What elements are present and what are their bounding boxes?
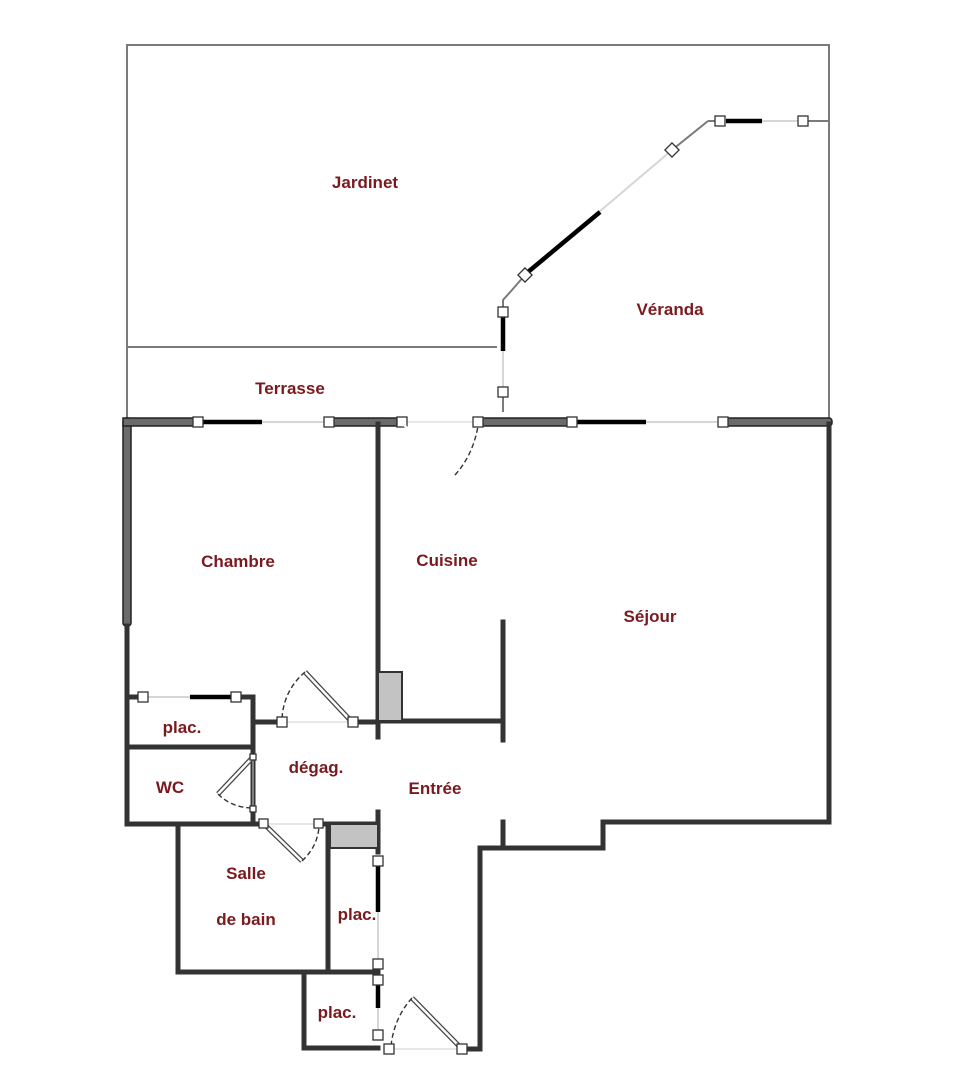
main-facade — [122, 416, 833, 627]
kitchen-duct — [377, 671, 403, 722]
door-node — [383, 1043, 395, 1055]
room-label-terrasse: Terrasse — [255, 379, 325, 398]
veranda-diagonal-frame — [526, 210, 602, 274]
entree-duct — [329, 823, 379, 849]
window-node — [137, 691, 149, 703]
facade-segment — [328, 417, 398, 427]
veranda-glazing — [497, 115, 809, 412]
wc-door-swing — [217, 793, 254, 809]
room-label-wc: WC — [156, 778, 184, 797]
room-labels: Jardinet Véranda Terrasse Chambre Cuisin… — [156, 173, 704, 1022]
window-node — [714, 115, 726, 127]
window-node — [372, 974, 384, 986]
window-node — [372, 855, 384, 867]
window-node — [323, 416, 335, 428]
door-node — [258, 818, 269, 829]
veranda-frame-line-2 — [671, 120, 709, 151]
room-label-placard-chambre: plac. — [163, 718, 202, 737]
sdb-door-leaf-inner — [263, 823, 303, 862]
window-node — [797, 115, 809, 127]
door-node — [276, 716, 288, 728]
window-node — [230, 691, 242, 703]
door-node — [313, 818, 324, 829]
door-node — [456, 1043, 468, 1055]
room-label-veranda: Véranda — [636, 300, 704, 319]
window-node — [717, 416, 729, 428]
kitchen-door-swing — [454, 425, 479, 476]
window-node — [497, 386, 509, 398]
front-door-swing — [390, 997, 413, 1047]
facade-segment — [477, 417, 571, 427]
room-label-entree: Entrée — [409, 779, 462, 798]
door-node — [347, 716, 359, 728]
facade-segment — [122, 417, 199, 427]
sdb-door-swing — [301, 825, 320, 862]
facade-segment — [722, 417, 833, 427]
room-label-salle-de-bain-line1: Salle — [226, 864, 266, 883]
door-node — [396, 416, 408, 428]
chambre-exterior-wall — [122, 417, 132, 627]
room-label-placard-entree-1: plac. — [338, 905, 377, 924]
room-label-sejour: Séjour — [624, 607, 677, 626]
chambre-door-leaf-inner — [304, 671, 353, 723]
outdoor-boundaries — [126, 44, 830, 420]
door-node — [249, 805, 257, 813]
wc-door-leaf-inner — [217, 756, 254, 795]
window-node — [517, 267, 533, 283]
window-node — [664, 142, 680, 158]
window-node — [192, 416, 204, 428]
window-node — [372, 958, 384, 970]
room-label-cuisine: Cuisine — [416, 551, 477, 570]
window-node — [566, 416, 578, 428]
doors — [216, 670, 464, 1051]
window-node — [372, 1029, 384, 1041]
kitchen-door-leaf-inner — [403, 424, 456, 476]
window-node — [497, 306, 509, 318]
front-door-leaf-inner — [411, 997, 463, 1050]
door-node — [249, 753, 257, 761]
room-label-placard-entree-2: plac. — [318, 1003, 357, 1022]
room-label-salle-de-bain-line2: de bain — [216, 910, 276, 929]
interior-nodes — [137, 691, 468, 1055]
room-label-degagement: dégag. — [289, 758, 344, 777]
room-label-chambre: Chambre — [201, 552, 275, 571]
garden-boundary — [126, 44, 830, 420]
door-node — [472, 416, 484, 428]
walls — [124, 421, 832, 1052]
room-label-jardinet: Jardinet — [332, 173, 398, 192]
chambre-door-swing — [281, 671, 306, 719]
